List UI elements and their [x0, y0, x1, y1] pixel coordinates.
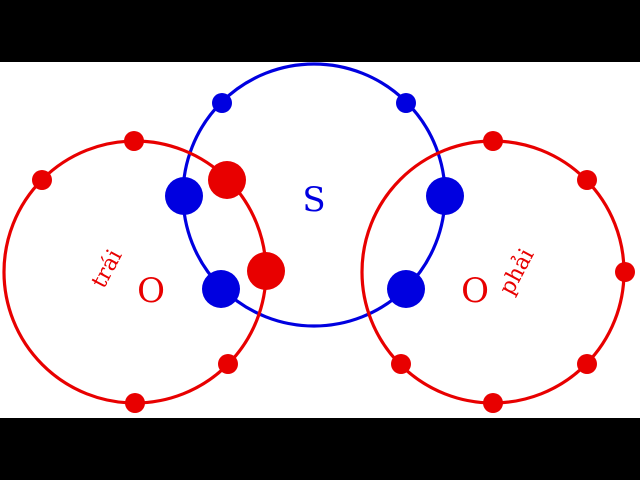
sulfur-symbol: S: [302, 180, 325, 220]
oxygen-left-electron: [124, 131, 144, 151]
oxygen-left-bonding-electron: [208, 161, 246, 199]
oxygen-left-bonding-electron: [247, 252, 285, 290]
oxygen-right-electron: [483, 393, 503, 413]
sulfur-bonding-electron: [387, 270, 425, 308]
sulfur-bonding-electron: [426, 177, 464, 215]
oxygen-right-electron: [577, 354, 597, 374]
oxygen-right-electron: [577, 170, 597, 190]
top-letterbox: [0, 0, 640, 62]
oxygen-right-electron: [483, 131, 503, 151]
oxygen-left-electron: [32, 170, 52, 190]
oxygen-right-electron: [615, 262, 635, 282]
diagram-canvas: [0, 62, 640, 418]
oxygen-right-electron: [391, 354, 411, 374]
oxygen-left-electron: [218, 354, 238, 374]
bottom-letterbox: [0, 418, 640, 480]
oxygen-left-electron: [125, 393, 145, 413]
sulfur-bonding-electron: [165, 177, 203, 215]
oxygen-left-symbol: O: [137, 271, 165, 311]
sulfur-electron: [212, 93, 232, 113]
oxygen-right-symbol: O: [461, 271, 489, 311]
sulfur-bonding-electron: [202, 270, 240, 308]
sulfur-electron: [396, 93, 416, 113]
